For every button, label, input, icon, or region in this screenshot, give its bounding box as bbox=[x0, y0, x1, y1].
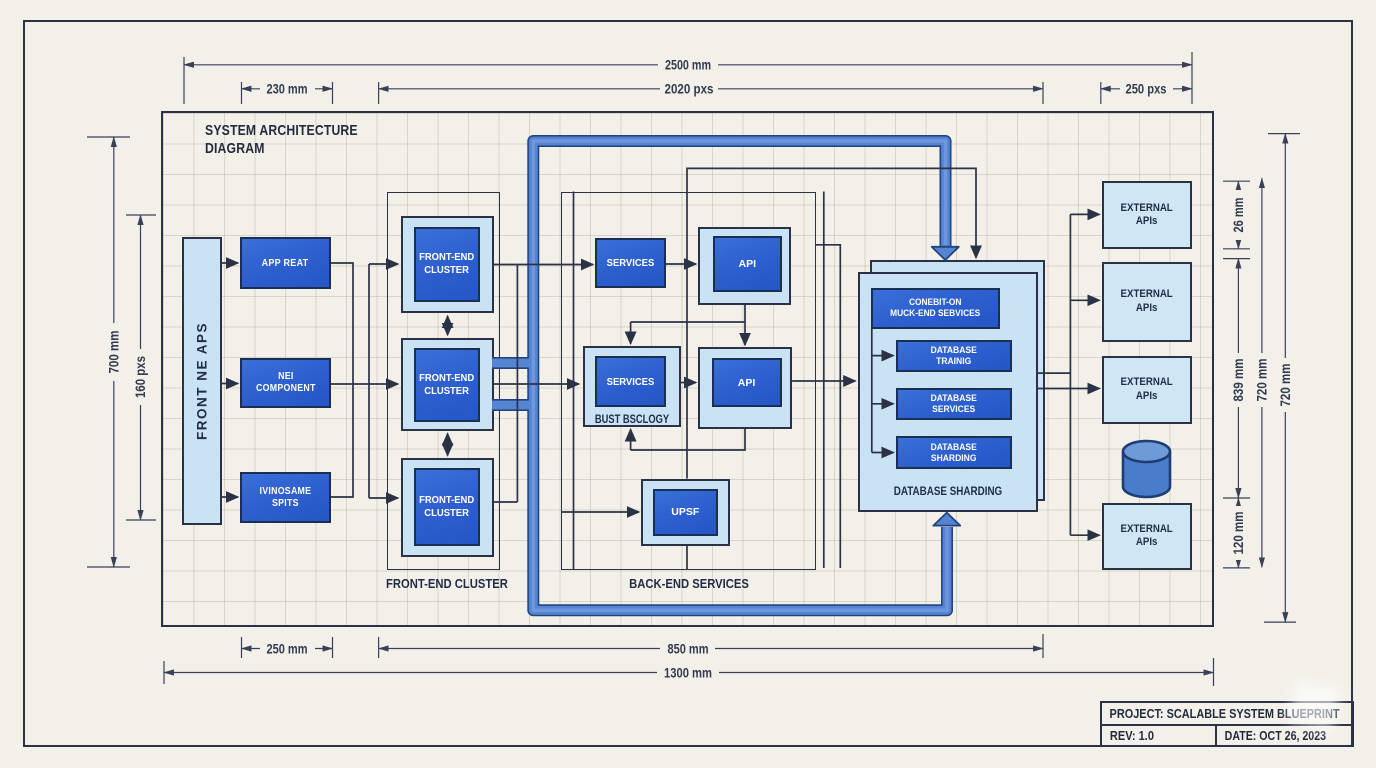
svg-text:850 mm: 850 mm bbox=[668, 640, 709, 656]
svg-text:839 mm: 839 mm bbox=[1230, 359, 1246, 402]
svg-text:230 mm: 230 mm bbox=[267, 80, 308, 96]
svg-text:700 mm: 700 mm bbox=[105, 331, 121, 374]
svg-text:1300 mm: 1300 mm bbox=[664, 664, 712, 680]
svg-text:120 mm: 120 mm bbox=[1230, 512, 1246, 555]
svg-text:720 mm: 720 mm bbox=[1277, 364, 1293, 407]
svg-text:720 mm: 720 mm bbox=[1253, 359, 1269, 402]
svg-text:2500 mm: 2500 mm bbox=[665, 56, 711, 72]
svg-text:250 mm: 250 mm bbox=[267, 640, 308, 656]
svg-text:26 mm: 26 mm bbox=[1230, 198, 1246, 233]
svg-text:250 pxs: 250 pxs bbox=[1126, 80, 1167, 96]
svg-text:2020 pxs: 2020 pxs bbox=[665, 80, 714, 96]
svg-text:160 pxs: 160 pxs bbox=[132, 356, 148, 398]
